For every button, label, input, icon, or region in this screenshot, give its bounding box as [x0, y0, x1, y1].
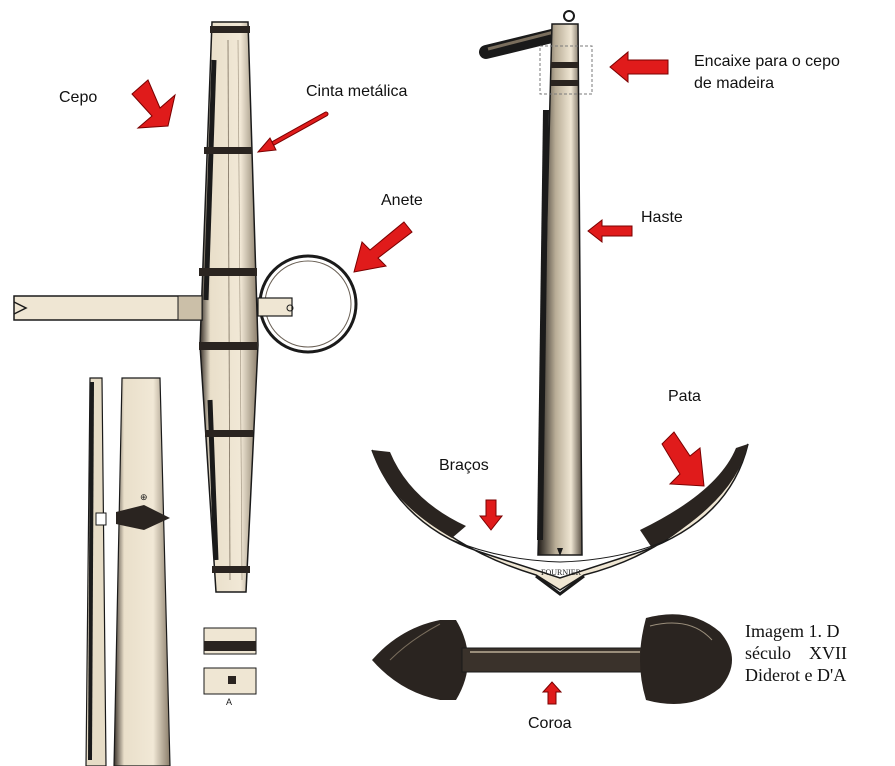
metal-band	[212, 566, 250, 573]
wooden-stock	[199, 22, 258, 592]
metal-band	[205, 430, 253, 437]
metal-band	[210, 26, 250, 33]
arrow-cepo	[132, 80, 175, 128]
label-bracos: Braços	[439, 456, 489, 476]
shank-end-left	[14, 296, 202, 320]
caption-line-3: Diderot e D'A	[745, 664, 847, 686]
arrow-anete	[354, 222, 412, 272]
label-cepo: Cepo	[59, 88, 97, 108]
svg-text:A: A	[226, 697, 232, 707]
anchor-ring	[258, 256, 356, 352]
svg-text:⊕: ⊕	[140, 492, 148, 502]
arrow-cinta-metalica	[258, 114, 326, 152]
metal-band	[199, 342, 257, 350]
arrow-bracos	[480, 500, 502, 530]
figure-caption: Imagem 1. D século XVII Diderot e D'A	[745, 620, 847, 686]
stock-section-detail: A	[204, 628, 256, 707]
arrow-pata	[662, 432, 704, 486]
label-haste: Haste	[641, 208, 683, 228]
label-anete: Anete	[381, 191, 423, 211]
svg-text:FOURNIER: FOURNIER	[541, 568, 582, 577]
label-pata: Pata	[668, 387, 701, 407]
arrow-encaixe	[610, 52, 668, 82]
stock-detail-front: ⊕	[114, 378, 170, 766]
label-encaixe-line2: de madeira	[694, 74, 774, 94]
metal-band	[199, 268, 257, 276]
label-coroa: Coroa	[528, 714, 572, 734]
stock-detail-side	[86, 378, 106, 766]
anchor-shank	[486, 11, 592, 555]
arrow-coroa	[543, 682, 561, 704]
caption-line-1: Imagem 1. D	[745, 620, 847, 642]
caption-line-2: século XVII	[745, 642, 847, 664]
label-cinta-metalica: Cinta metálica	[306, 82, 407, 102]
label-encaixe-line1: Encaixe para o cepo	[694, 52, 840, 72]
arrow-haste	[588, 220, 632, 242]
metal-band	[204, 147, 252, 154]
